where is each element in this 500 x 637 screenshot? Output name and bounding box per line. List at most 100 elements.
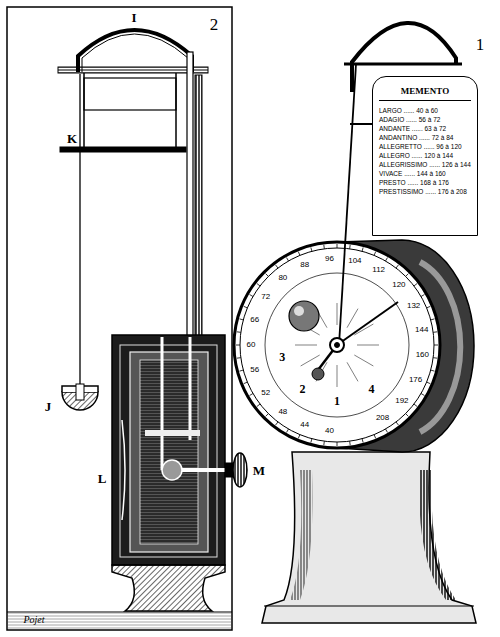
dial-tick [287, 429, 289, 432]
dial-tick [427, 306, 431, 308]
dial-tick [244, 382, 248, 384]
tempo-row: ALLEGRO ...... 120 à 144 [379, 151, 471, 160]
tempo-row: ALLEGRISSIMO ...... 126 à 144 [379, 160, 471, 169]
panel-frame [7, 7, 232, 630]
dial-tick [323, 245, 325, 249]
tempo-row: LARGO ...... 40 à 60 [379, 106, 471, 115]
rod [195, 75, 202, 337]
tempo-row: VIVACE ...... 144 à 160 [379, 169, 471, 178]
part-letter: M [253, 464, 265, 477]
dial-tick [266, 414, 269, 417]
dial-tick [386, 258, 388, 261]
dial-tick [386, 429, 388, 432]
dial-tick [337, 244, 338, 248]
dial-tick [236, 345, 240, 346]
tempo-number: 104 [348, 257, 361, 265]
dial-tick [406, 274, 409, 277]
tempo-number: 80 [278, 274, 287, 282]
tempo-number: 60 [247, 341, 256, 349]
tempo-number: 208 [376, 414, 389, 422]
dial-tick [396, 422, 398, 425]
dial-tick [431, 370, 435, 371]
plate-heading: MEMENTO [379, 85, 471, 101]
dial-tick [349, 441, 351, 445]
knob-shaft [225, 463, 233, 477]
dial-tick [239, 370, 243, 371]
beat-number: 1 [334, 395, 340, 407]
part-letter: J [45, 400, 52, 413]
dial-tick [406, 414, 409, 417]
dial-tick [266, 274, 269, 277]
tempo-number: 56 [250, 366, 259, 374]
dial-tick [250, 394, 253, 396]
dial-tick [421, 394, 424, 396]
tempo-number: 72 [261, 293, 270, 301]
dial-line [337, 365, 338, 387]
dial-tick [374, 252, 376, 256]
dial-tick [257, 284, 260, 286]
dial-tick [362, 247, 363, 251]
figure-number: 2 [210, 16, 219, 33]
top-bar [344, 63, 462, 66]
tempo-number: 48 [278, 408, 287, 416]
section-figure [7, 7, 247, 630]
arch-handle [78, 30, 192, 72]
dial-tick [427, 382, 431, 384]
tempo-row: ALLEGRETTO ...... 96 à 120 [379, 142, 471, 151]
dial-hand [337, 302, 398, 345]
dial-tick [337, 442, 338, 446]
beat-number: 4 [368, 383, 374, 395]
dial-tick [431, 319, 435, 320]
tempo-number: 176 [409, 376, 422, 384]
dial-tick [433, 331, 437, 333]
pendulum-thread [79, 74, 80, 384]
dial-tick [287, 258, 289, 261]
pedestal [262, 452, 476, 623]
top-bar [58, 67, 208, 73]
dial-tick [239, 319, 243, 320]
dial-line [301, 355, 320, 366]
dial-tick [362, 439, 363, 443]
dial-tick [414, 404, 417, 406]
dial-tick [433, 357, 437, 359]
figure-number: 1 [476, 36, 485, 53]
pendulum-bob [289, 301, 319, 331]
dial-tick [311, 439, 312, 443]
part-letter: L [98, 472, 107, 485]
engraver-signature: Pojet [23, 615, 44, 625]
dial-tick [237, 357, 241, 359]
dial-tick [276, 265, 278, 268]
part-letter: K [67, 132, 77, 145]
dial-tick [414, 284, 417, 286]
pendulum-rod [339, 64, 356, 345]
dial-tick [298, 252, 300, 256]
tempo-number: 66 [250, 316, 259, 324]
tempo-number: 144 [415, 326, 428, 334]
clockwork-frame [130, 352, 208, 552]
dial-tick [396, 265, 398, 268]
crossbar [60, 147, 186, 152]
tempo-number: 96 [325, 255, 334, 263]
part-letter: I [131, 11, 136, 24]
beat-number: 3 [279, 351, 285, 363]
knob [233, 453, 247, 487]
dial-line [347, 362, 358, 381]
tempo-number: 44 [300, 421, 309, 429]
tempo-row: PRESTO ...... 168 à 176 [379, 178, 471, 187]
dial-line [347, 309, 358, 328]
gear [162, 460, 182, 480]
rod [187, 52, 193, 337]
dial-line [295, 345, 317, 346]
dial-tick [349, 245, 351, 249]
tempo-row: ANDANTINO ...... 72 à 84 [379, 133, 471, 142]
dial-line [337, 303, 338, 325]
base [112, 565, 225, 611]
dial-tick [434, 345, 438, 346]
dial-tick [323, 441, 325, 445]
tempo-number: 40 [325, 427, 334, 435]
tempo-row: ADAGIO ...... 56 à 72 [379, 115, 471, 124]
dial-tick [311, 247, 312, 251]
tempo-number: 52 [261, 389, 270, 397]
dial-tick [244, 306, 248, 308]
